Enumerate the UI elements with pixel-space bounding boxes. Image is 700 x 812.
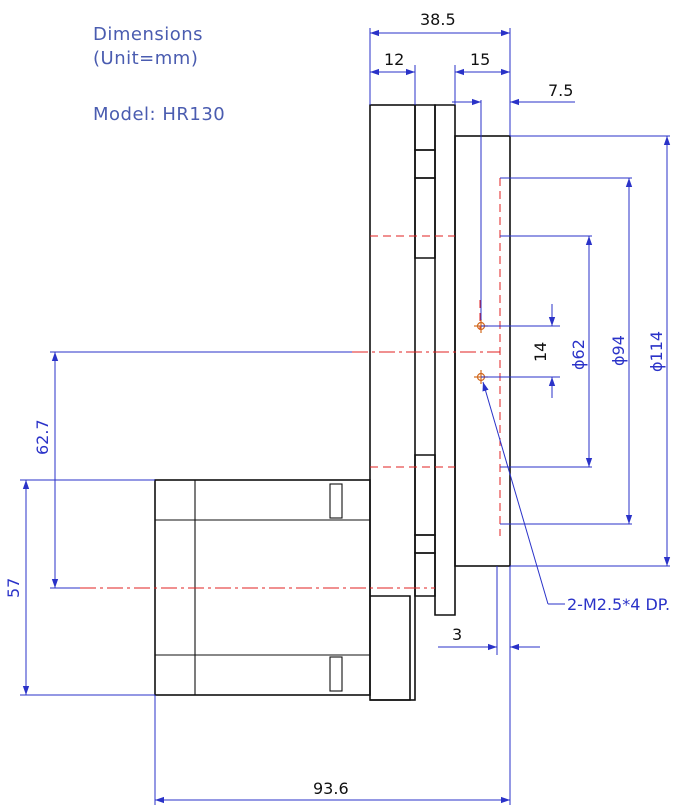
dim-diameter-large: ϕ114 — [647, 331, 666, 372]
model-label: Model: HR130 — [93, 104, 226, 125]
center-lines — [80, 178, 501, 589]
reducer-body — [369, 104, 511, 701]
dim-rear-section: 12 — [384, 50, 404, 69]
dim-step: 3 — [452, 625, 462, 644]
dim-overall-length: 93.6 — [313, 779, 349, 798]
dim-motor-height: 57 — [4, 578, 23, 598]
dim-offset-right: 7.5 — [548, 81, 573, 100]
dim-diameter-mid: ϕ94 — [609, 335, 628, 366]
dim-hole-spacing: 14 — [531, 342, 550, 362]
dim-flange-depth: 15 — [470, 50, 490, 69]
drawing-title: Dimensions — [93, 24, 204, 45]
thread-note: 2-M2.5*4 DP. — [567, 595, 670, 614]
dim-overall-depth: 38.5 — [420, 10, 456, 29]
dim-center-height: 62.7 — [33, 419, 52, 455]
unit-label: (Unit=mm) — [93, 48, 199, 69]
dim-diameter-small: ϕ62 — [569, 339, 588, 370]
